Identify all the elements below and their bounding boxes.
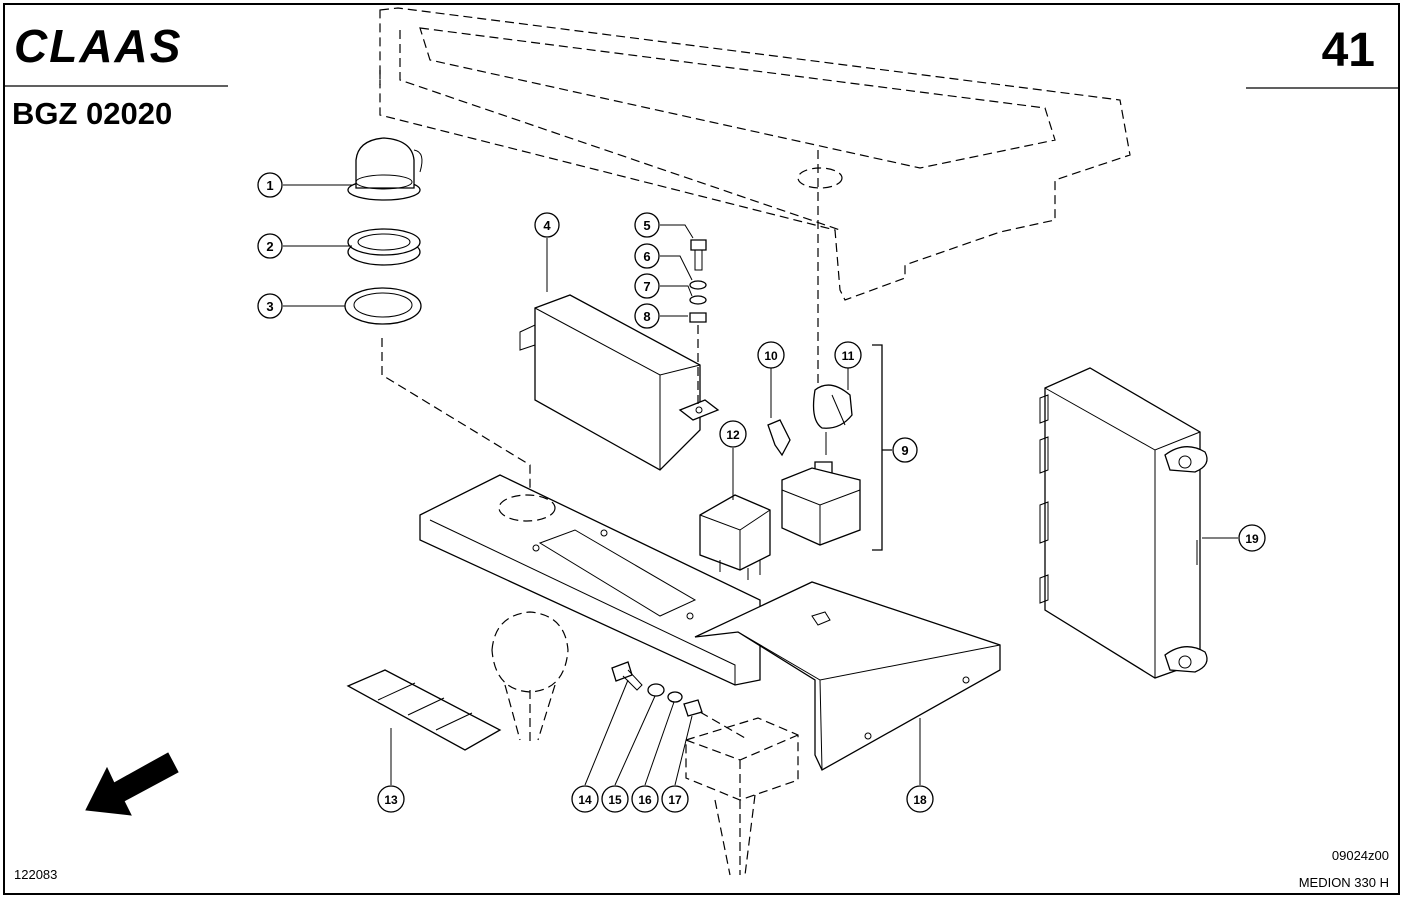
part-12-relay — [699, 494, 771, 580]
callout-bubbles: 1 2 3 4 5 6 7 8 9 10 11 12 13 14 15 16 1… — [257, 172, 1266, 813]
svg-text:14: 14 — [578, 793, 592, 807]
image-ref: 09024z00 — [1332, 848, 1389, 863]
part-3-seal-ring — [344, 287, 422, 325]
cab-roof-panel-outline — [379, 7, 1131, 400]
callout-leaders — [283, 184, 1238, 786]
callout-19: 19 — [1238, 524, 1266, 552]
rect-connector — [685, 717, 799, 876]
callout-5: 5 — [634, 212, 660, 238]
svg-text:10: 10 — [764, 349, 778, 363]
svg-text:1: 1 — [266, 178, 273, 193]
callout-14: 14 — [571, 785, 599, 813]
svg-text:19: 19 — [1245, 532, 1259, 546]
svg-text:18: 18 — [913, 793, 927, 807]
callout-15: 15 — [601, 785, 629, 813]
round-connector — [491, 611, 569, 745]
callout-8: 8 — [634, 303, 660, 329]
claas-logo: CLAAS — [14, 20, 182, 72]
part-4-control-box — [519, 294, 720, 471]
svg-text:6: 6 — [643, 249, 650, 264]
svg-text:17: 17 — [668, 793, 682, 807]
svg-text:7: 7 — [643, 279, 650, 294]
callout-2: 2 — [257, 233, 283, 259]
svg-text:8: 8 — [643, 309, 650, 324]
svg-text:15: 15 — [608, 793, 622, 807]
model-name: MEDION 330 H — [1299, 875, 1389, 890]
mounting-bracket — [419, 474, 761, 686]
assembly-dashline-3 — [381, 338, 531, 505]
svg-text:3: 3 — [266, 299, 273, 314]
part-13-label-sticker — [346, 669, 502, 751]
svg-text:9: 9 — [901, 443, 908, 458]
parts-14-17-bolt-set — [611, 661, 746, 739]
callout-7: 7 — [634, 273, 660, 299]
svg-text:2: 2 — [266, 239, 273, 254]
callout-3: 3 — [257, 293, 283, 319]
group-code: BGZ 02020 — [12, 96, 172, 131]
callout-13: 13 — [377, 785, 405, 813]
svg-text:12: 12 — [726, 428, 740, 442]
brand-logo-text: CLAAS — [14, 20, 182, 72]
svg-text:16: 16 — [638, 793, 652, 807]
svg-text:13: 13 — [384, 793, 398, 807]
drawing-id: 122083 — [14, 867, 57, 882]
parts-5-8-fasteners — [689, 239, 707, 405]
callout-16: 16 — [631, 785, 659, 813]
callout-18: 18 — [906, 785, 934, 813]
parts-10-11-rotary-knob — [767, 384, 861, 546]
callout-11: 11 — [834, 341, 862, 369]
callout-4: 4 — [534, 212, 560, 238]
callout-17: 17 — [661, 785, 689, 813]
page-number: 41 — [1322, 24, 1375, 77]
part-19-electronic-module — [1039, 367, 1208, 679]
part-1-cap — [347, 137, 423, 201]
page-frame — [3, 3, 1400, 895]
svg-text:11: 11 — [842, 349, 855, 363]
direction-arrow-icon — [85, 752, 179, 816]
callout-6: 6 — [634, 243, 660, 269]
group-9-bracket — [872, 344, 892, 551]
svg-text:5: 5 — [643, 218, 650, 233]
callout-9: 9 — [892, 437, 918, 463]
callout-12: 12 — [719, 420, 747, 448]
part-2-nut-ring — [347, 228, 421, 266]
svg-text:4: 4 — [543, 218, 551, 233]
part-18-angle-bracket — [694, 581, 1001, 771]
callout-10: 10 — [757, 341, 785, 369]
callout-1: 1 — [257, 172, 283, 198]
